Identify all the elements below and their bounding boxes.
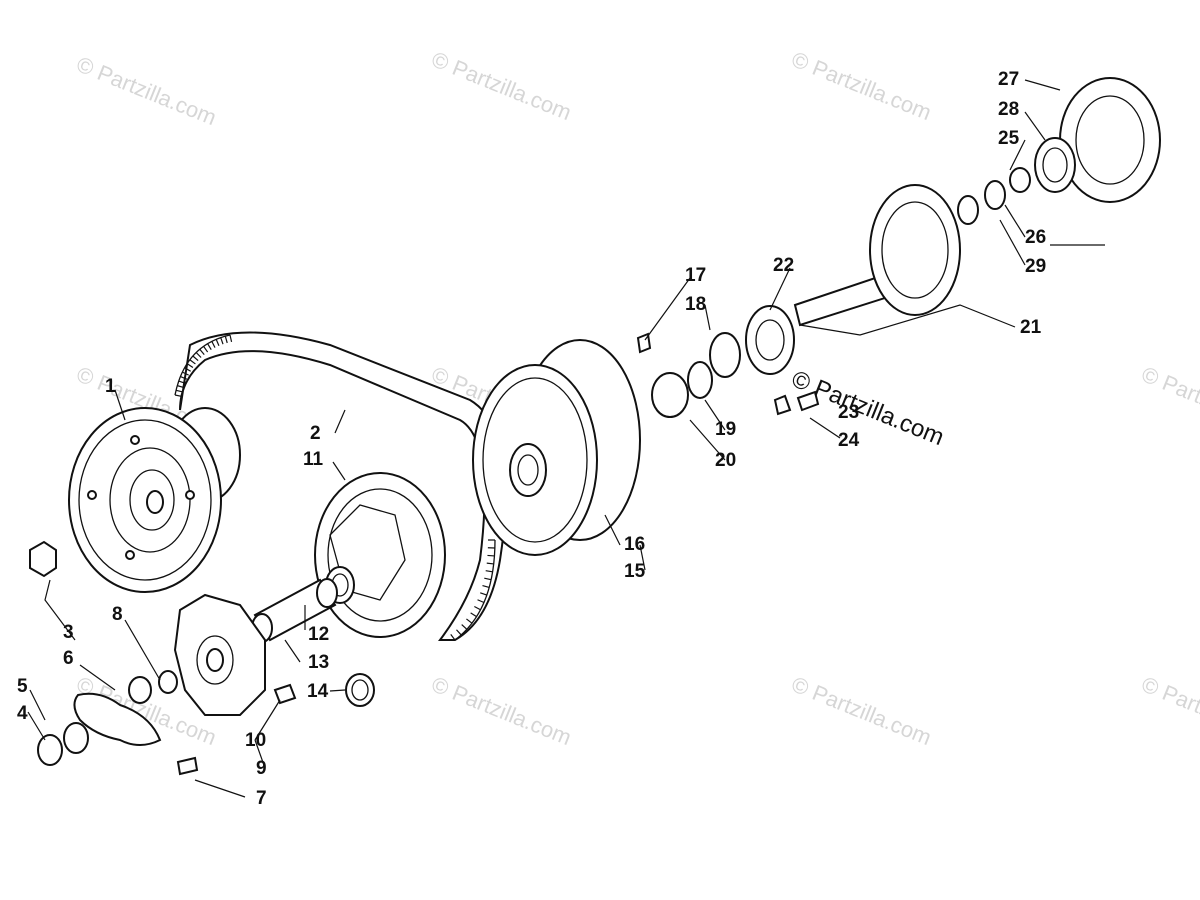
- belt-tooth: [195, 352, 202, 358]
- belt-tooth: [474, 605, 481, 611]
- callout-label: 23: [838, 402, 859, 423]
- callout-labels: 1 2 3 4 5 6 7 8 9 10 11 12 13 14 15 16 1…: [17, 69, 1046, 809]
- belt-tooth: [184, 367, 191, 372]
- watermark: © Partzilla.com: [428, 46, 575, 125]
- one-way-clutch: [1034, 77, 1161, 203]
- belt-tooth: [211, 341, 216, 348]
- drive-clutch: [68, 407, 241, 593]
- callout-label: 11: [303, 449, 324, 470]
- callout-label: 16: [624, 534, 645, 555]
- belt-tooth: [207, 343, 212, 351]
- watermark: © Partzilla.com: [428, 671, 575, 750]
- callout-label: 14: [307, 681, 329, 702]
- belt-tooth: [177, 385, 185, 389]
- callout-label: 10: [245, 730, 266, 751]
- watermark: © Partzilla.com: [1138, 361, 1200, 440]
- callout-label: 20: [715, 450, 736, 471]
- callout-label: 4: [17, 703, 28, 724]
- callout-label: 12: [308, 624, 329, 645]
- belt-tooth: [182, 371, 189, 376]
- belt-tooth: [484, 577, 492, 581]
- belt-tooth: [487, 554, 495, 557]
- watermark: © Partzilla.com: [1138, 671, 1200, 750]
- clutch-cover-assembly: [472, 339, 641, 556]
- callout-label: 17: [685, 265, 706, 286]
- callout-label: 25: [998, 128, 1020, 149]
- belt-tooth: [461, 624, 468, 630]
- belt-tooth: [186, 363, 194, 368]
- bearing-set: [636, 305, 820, 418]
- belt-tooth: [229, 334, 233, 342]
- callout-label: 2: [310, 423, 321, 444]
- callout-label: 8: [112, 604, 123, 625]
- driven-clutch: [314, 472, 446, 638]
- callout-label: 5: [17, 676, 28, 697]
- callout-label: 27: [998, 69, 1019, 90]
- callout-label: 18: [685, 294, 706, 315]
- belt-tooth: [189, 359, 196, 365]
- belt-tooth: [470, 612, 477, 618]
- callout-label: 29: [1025, 256, 1046, 277]
- belt-tooth: [215, 339, 220, 347]
- rings: [957, 167, 1031, 225]
- belt-tooth: [480, 592, 488, 596]
- callout-label: 26: [1025, 227, 1046, 248]
- belt-tooth: [456, 629, 462, 636]
- small-hardware: [29, 540, 375, 776]
- belt-tooth: [224, 336, 228, 344]
- movable-sheave: [173, 593, 266, 716]
- callout-label: 22: [773, 255, 794, 276]
- belt-tooth: [450, 634, 456, 641]
- belt-tooth: [192, 355, 199, 362]
- belt-tooth: [466, 618, 473, 624]
- callout-label: 13: [308, 652, 329, 673]
- callout-label: 7: [256, 788, 267, 809]
- belt-tooth: [482, 584, 490, 589]
- callout-label: 9: [256, 758, 267, 779]
- watermark: © Partzilla.com: [788, 46, 935, 125]
- callout-label: 19: [715, 419, 736, 440]
- callout-label: 21: [1020, 317, 1042, 338]
- shaft-assembly: [793, 184, 961, 327]
- belt-tooth: [174, 394, 182, 397]
- belt-tooth: [175, 389, 183, 393]
- belt-tooth: [180, 375, 188, 380]
- callout-label: 1: [105, 376, 116, 397]
- belt-tooth: [486, 562, 494, 565]
- callout-label: 28: [998, 99, 1019, 120]
- belt-tooth: [477, 599, 485, 604]
- callout-label: 3: [63, 622, 74, 643]
- belt-tooth: [220, 337, 224, 345]
- leader-lines: [27, 79, 1105, 798]
- belt-tooth: [485, 570, 493, 573]
- copyright-stamp: © Partzilla.com: [788, 366, 948, 452]
- callout-label: 24: [838, 430, 860, 451]
- belt-tooth: [199, 348, 205, 356]
- belt-tooth: [203, 345, 209, 353]
- belt-tooth: [178, 380, 186, 384]
- watermark: © Partzilla.com: [788, 671, 935, 750]
- callout-label: 15: [624, 561, 646, 582]
- watermark: © Partzilla.com: [73, 51, 220, 130]
- callout-label: 6: [63, 648, 74, 669]
